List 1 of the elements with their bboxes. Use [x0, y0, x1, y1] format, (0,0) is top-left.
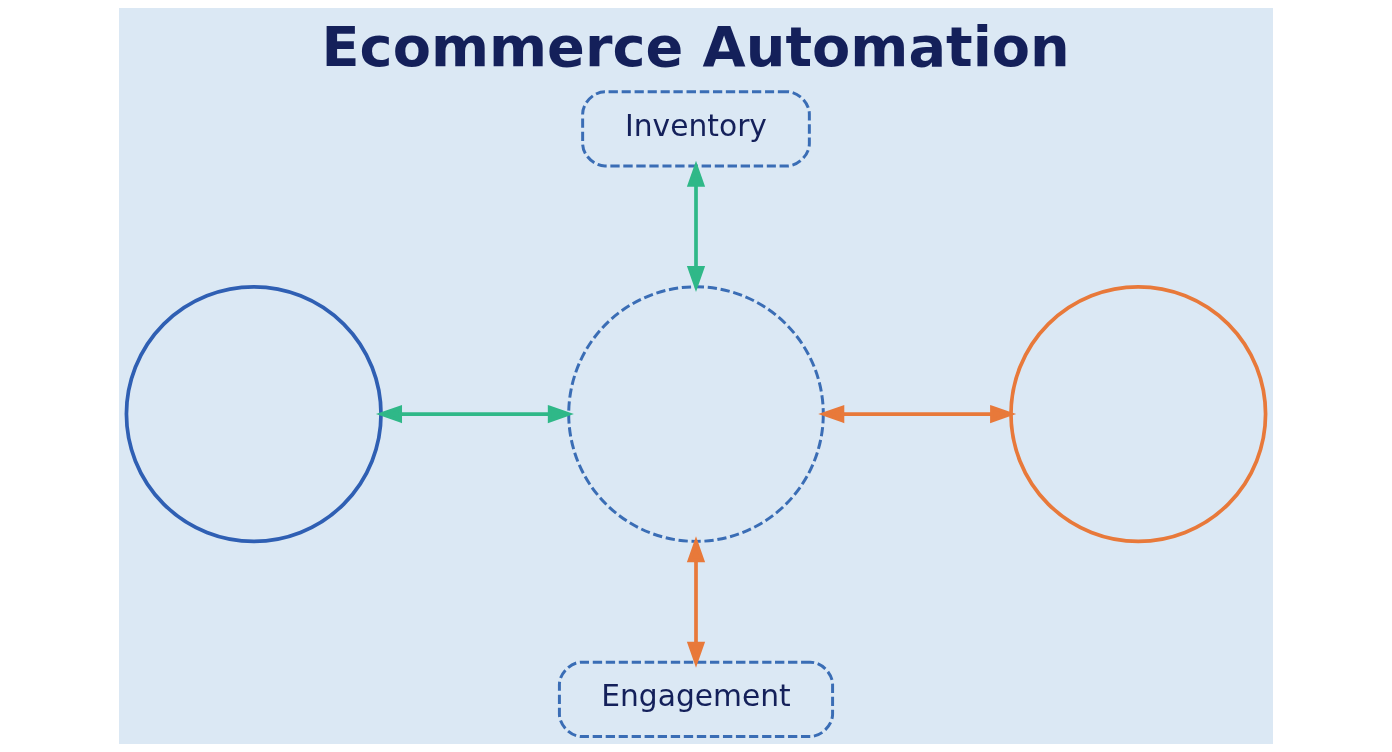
diagram-title: Ecommerce Automation	[321, 13, 1070, 79]
